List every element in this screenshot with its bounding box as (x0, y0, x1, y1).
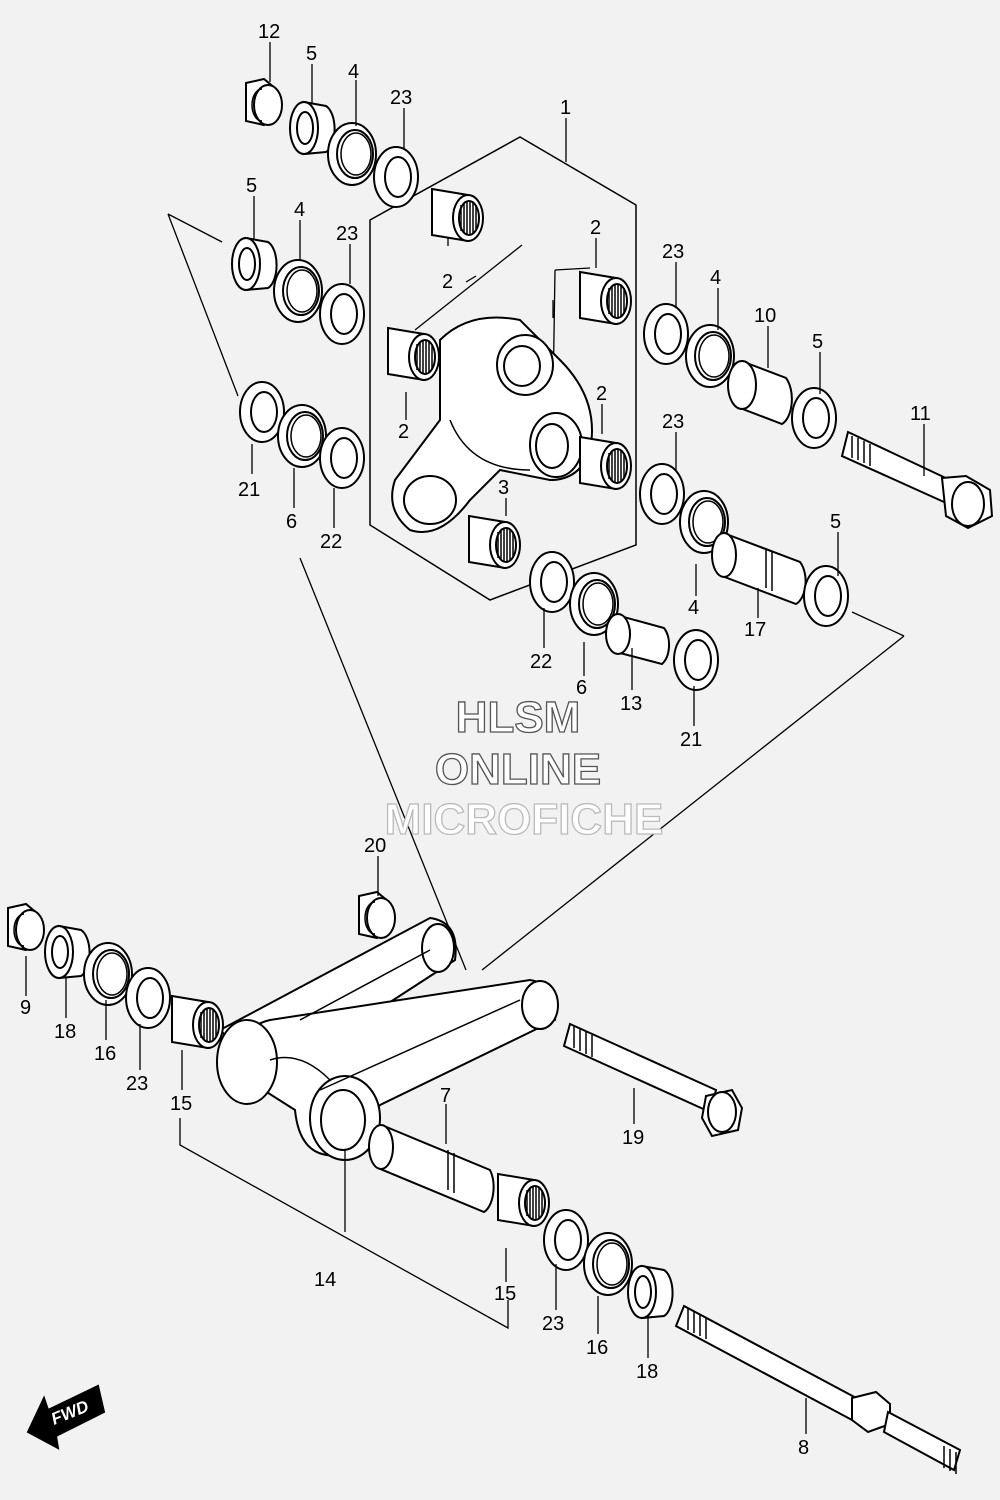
callout-5d: 5 (830, 511, 841, 533)
washer-23a (373, 146, 419, 208)
callout-4d: 4 (688, 597, 699, 619)
callout-14: 14 (314, 1269, 336, 1291)
callout-20: 20 (364, 835, 386, 857)
callout-1: 1 (560, 97, 571, 119)
callout-23b: 23 (336, 223, 358, 245)
pin-7 (368, 1124, 495, 1214)
callout-23a: 23 (390, 87, 412, 109)
callout-5a: 5 (306, 43, 317, 65)
callout-13: 13 (620, 693, 642, 715)
seal-16b (583, 1232, 633, 1296)
callout-10: 10 (754, 305, 776, 327)
callout-19: 19 (622, 1127, 644, 1149)
callout-23c: 23 (662, 241, 684, 263)
washer-23f (543, 1209, 589, 1271)
seal-4a (327, 122, 377, 186)
callout-22b: 22 (530, 651, 552, 673)
callout-2c: 2 (398, 421, 409, 443)
washer-23d (639, 463, 685, 525)
callout-18b: 18 (636, 1361, 658, 1383)
washer-23b (319, 283, 365, 345)
bolt-8 (674, 1304, 962, 1474)
washer-21b (673, 629, 719, 691)
callout-16b: 16 (586, 1337, 608, 1359)
callout-22a: 22 (320, 531, 342, 553)
callout-23e: 23 (126, 1073, 148, 1095)
nut-20 (358, 891, 396, 939)
callout-15b: 15 (494, 1283, 516, 1305)
callout-5c: 5 (812, 331, 823, 353)
callout-5b: 5 (246, 175, 257, 197)
seal-4c (685, 324, 735, 388)
watermark-line2: ONLINE (435, 745, 601, 794)
callout-7: 7 (440, 1085, 451, 1107)
needle-bearing-2b (579, 271, 632, 325)
callout-3: 3 (498, 477, 509, 499)
cushion-lever-group-outline (369, 136, 637, 601)
washer-22a (319, 427, 365, 489)
bearing-15a (171, 995, 224, 1049)
callout-11: 11 (910, 403, 931, 425)
washer-23c (643, 303, 689, 365)
callout-16a: 16 (94, 1043, 116, 1065)
watermark: HLSM ONLINE MICROFICHE (384, 692, 664, 844)
callout-23d: 23 (662, 411, 684, 433)
callout-2d: 2 (596, 383, 607, 405)
callout-4a: 4 (348, 61, 359, 83)
needle-bearing-2d (579, 436, 632, 490)
needle-bearing-2a (431, 188, 484, 242)
washer-23e (125, 967, 171, 1029)
callout-17: 17 (744, 619, 766, 641)
needle-bearing-2c (387, 327, 440, 381)
collar-5b (231, 237, 278, 291)
callout-9: 9 (20, 997, 31, 1019)
cushion-rod (216, 916, 559, 1161)
nut-12 (245, 78, 283, 126)
cushion-lever (391, 316, 593, 533)
washer-22b (529, 551, 575, 613)
callout-4b: 4 (294, 199, 305, 221)
callout-18a: 18 (54, 1021, 76, 1043)
watermark-line1: HLSM (456, 693, 581, 742)
collar-18b (627, 1265, 674, 1319)
washer-5d (803, 565, 849, 627)
seal-16a (83, 942, 133, 1006)
bearing-15b (497, 1173, 550, 1227)
needle-bearing-3 (468, 515, 521, 569)
washer-5c (791, 387, 837, 449)
callout-4c: 4 (710, 267, 721, 289)
callout-23f: 23 (542, 1313, 564, 1335)
callout-6a: 6 (286, 511, 297, 533)
watermark-line3: MICROFICHE (385, 795, 664, 844)
collar-18a (44, 925, 91, 979)
callout-21b: 21 (680, 729, 702, 751)
bolt-19 (562, 1022, 744, 1138)
seal-6a (277, 404, 327, 468)
nut-9 (7, 903, 45, 951)
fwd-arrow-icon: FWD (26, 1384, 106, 1450)
callout-12a: 12 (258, 21, 280, 43)
callout-lines (25, 42, 925, 1434)
callout-2b: 2 (442, 271, 453, 293)
callout-2a: 2 (590, 217, 601, 239)
spacer-13 (605, 613, 671, 666)
callout-6b: 6 (576, 677, 587, 699)
pivot-17 (711, 532, 807, 606)
callout-numbers: 12 5 4 23 1 5 4 23 2 2 2 2 3 23 4 10 5 1… (20, 21, 931, 1459)
callout-21a: 21 (238, 479, 260, 501)
seal-4b (273, 259, 323, 323)
spacer-10 (727, 360, 793, 426)
callout-8: 8 (798, 1437, 809, 1459)
callout-15a: 15 (170, 1093, 192, 1115)
bolt-11 (840, 430, 994, 530)
